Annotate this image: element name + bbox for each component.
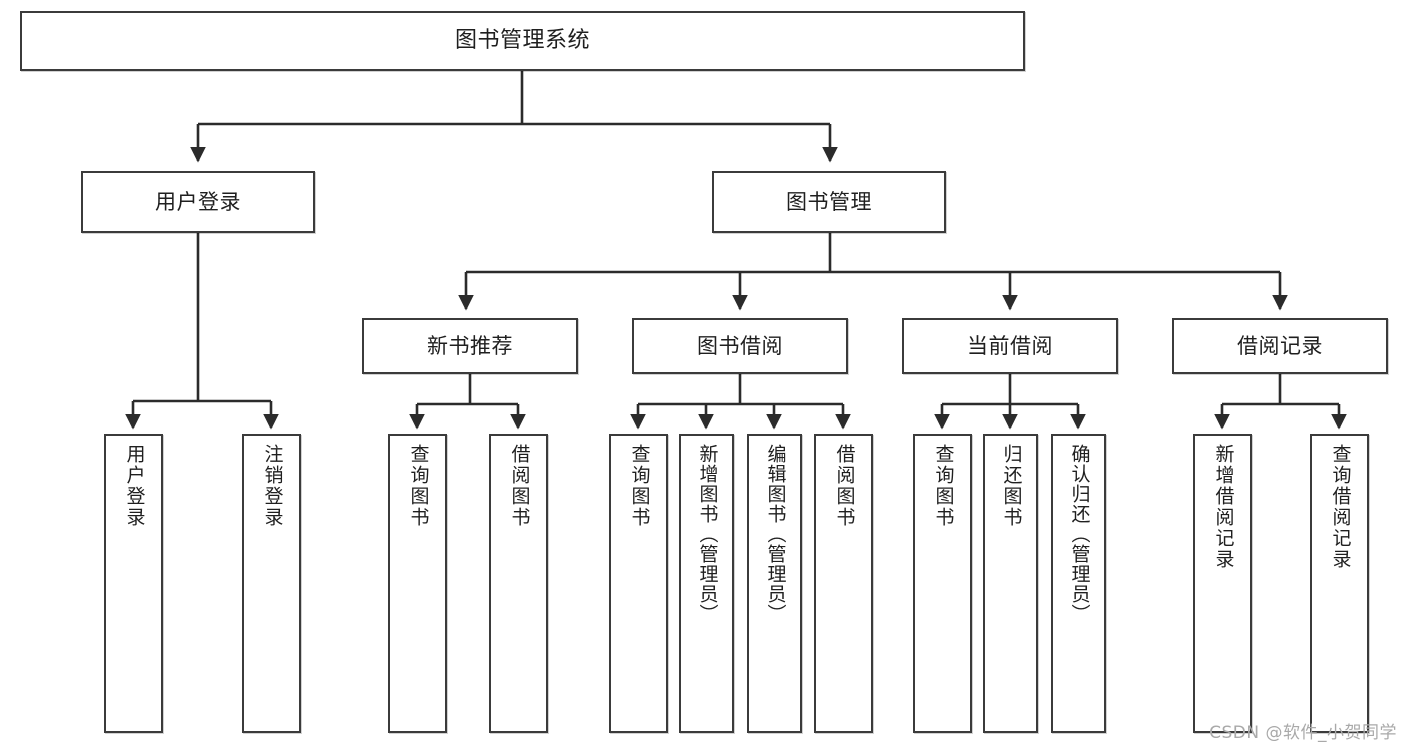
leaf-query-borrow-record-label: 查询借阅记录 xyxy=(1329,444,1352,570)
leaf-return-book[interactable]: 归还图书 xyxy=(983,434,1038,733)
node-root[interactable]: 图书管理系统 xyxy=(20,11,1025,71)
leaf-add-book-admin[interactable]: 新增图书（管理员） xyxy=(679,434,734,733)
leaf-confirm-return-admin[interactable]: 确认归还（管理员） xyxy=(1051,434,1106,733)
node-current-borrow[interactable]: 当前借阅 xyxy=(902,318,1118,374)
leaf-new-book-query[interactable]: 查询图书 xyxy=(388,434,447,733)
node-book-management-label: 图书管理 xyxy=(786,189,872,214)
leaf-borrow-query-book[interactable]: 查询图书 xyxy=(609,434,668,733)
leaf-user-login-label: 用户登录 xyxy=(123,444,146,528)
leaf-borrow-book[interactable]: 借阅图书 xyxy=(814,434,873,733)
leaf-add-borrow-record[interactable]: 新增借阅记录 xyxy=(1193,434,1252,733)
leaf-add-borrow-record-label: 新增借阅记录 xyxy=(1212,444,1235,570)
node-root-label: 图书管理系统 xyxy=(454,28,590,54)
leaf-edit-book-admin-label: 编辑图书（管理员） xyxy=(764,444,787,624)
node-borrow-record-label: 借阅记录 xyxy=(1237,333,1323,358)
leaf-borrow-query-book-label: 查询图书 xyxy=(628,444,651,528)
leaf-borrow-book-label: 借阅图书 xyxy=(833,444,856,528)
leaf-new-book-borrow-label: 借阅图书 xyxy=(508,444,531,528)
leaf-user-login[interactable]: 用户登录 xyxy=(104,434,163,733)
node-user-login[interactable]: 用户登录 xyxy=(81,171,315,233)
leaf-current-query-book[interactable]: 查询图书 xyxy=(913,434,972,733)
leaf-edit-book-admin[interactable]: 编辑图书（管理员） xyxy=(747,434,802,733)
leaf-new-book-query-label: 查询图书 xyxy=(407,444,430,528)
leaf-logout-label: 注销登录 xyxy=(261,444,284,528)
node-user-login-label: 用户登录 xyxy=(155,189,241,214)
leaf-confirm-return-admin-label: 确认归还（管理员） xyxy=(1068,444,1091,624)
node-book-management[interactable]: 图书管理 xyxy=(712,171,946,233)
leaf-logout[interactable]: 注销登录 xyxy=(242,434,301,733)
csdn-watermark: CSDN @软件_小贺同学 xyxy=(1209,723,1397,743)
node-current-borrow-label: 当前借阅 xyxy=(967,333,1053,358)
leaf-new-book-borrow[interactable]: 借阅图书 xyxy=(489,434,548,733)
node-borrow-record[interactable]: 借阅记录 xyxy=(1172,318,1388,374)
node-new-book-recommend[interactable]: 新书推荐 xyxy=(362,318,578,374)
leaf-current-query-book-label: 查询图书 xyxy=(932,444,955,528)
leaf-return-book-label: 归还图书 xyxy=(1000,444,1023,528)
node-new-book-recommend-label: 新书推荐 xyxy=(427,333,513,358)
node-book-borrow-label: 图书借阅 xyxy=(697,333,783,358)
leaf-add-book-admin-label: 新增图书（管理员） xyxy=(696,444,719,624)
leaf-query-borrow-record[interactable]: 查询借阅记录 xyxy=(1310,434,1369,733)
node-book-borrow[interactable]: 图书借阅 xyxy=(632,318,848,374)
